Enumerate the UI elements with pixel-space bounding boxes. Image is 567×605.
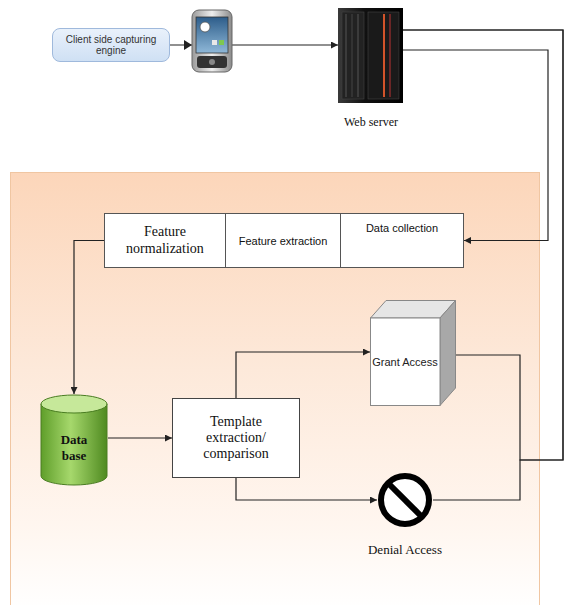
phone-screen	[196, 17, 228, 53]
process-box: Feature extraction	[225, 213, 341, 268]
app-icon	[219, 40, 224, 45]
label-holder: Web server	[321, 115, 421, 130]
arrow-head	[184, 40, 192, 50]
app-icon	[212, 40, 217, 45]
node-label: Client side capturing engine	[59, 34, 163, 56]
node-label: Template extraction/ comparison	[179, 414, 293, 462]
process-box: Client side capturing engine	[52, 28, 170, 62]
node-label: Grant Access	[372, 356, 437, 368]
connector	[108, 437, 172, 438]
connector	[236, 352, 370, 398]
trackball	[209, 59, 215, 65]
connector	[236, 478, 377, 500]
node-label: Feature extraction	[239, 235, 328, 247]
connector	[74, 241, 104, 395]
node-label: Feature normalization	[109, 224, 221, 256]
database: Data base	[40, 394, 108, 486]
node-label: Data collection	[366, 222, 438, 234]
node-label: Web server	[321, 115, 421, 130]
grant-box: Grant Access	[370, 300, 456, 406]
phone-keys	[197, 56, 227, 68]
node-label: Denial Access	[345, 542, 465, 558]
process-box: Template extraction/ comparison	[172, 398, 300, 478]
process-box: Feature normalization	[104, 213, 226, 268]
node-label: Data base	[48, 432, 100, 464]
front-face: Grant Access	[370, 318, 440, 406]
server-node: Web server	[331, 8, 411, 133]
deny-symbol	[377, 472, 433, 528]
server-illustration	[338, 8, 403, 103]
phone-body	[192, 10, 232, 72]
connector	[403, 50, 548, 241]
process-box: Data collection	[340, 213, 464, 268]
clock-icon	[200, 22, 210, 32]
label-holder: Denial Access	[345, 542, 465, 558]
access-cube	[370, 300, 456, 406]
deny-node: Denial Access	[355, 472, 455, 564]
